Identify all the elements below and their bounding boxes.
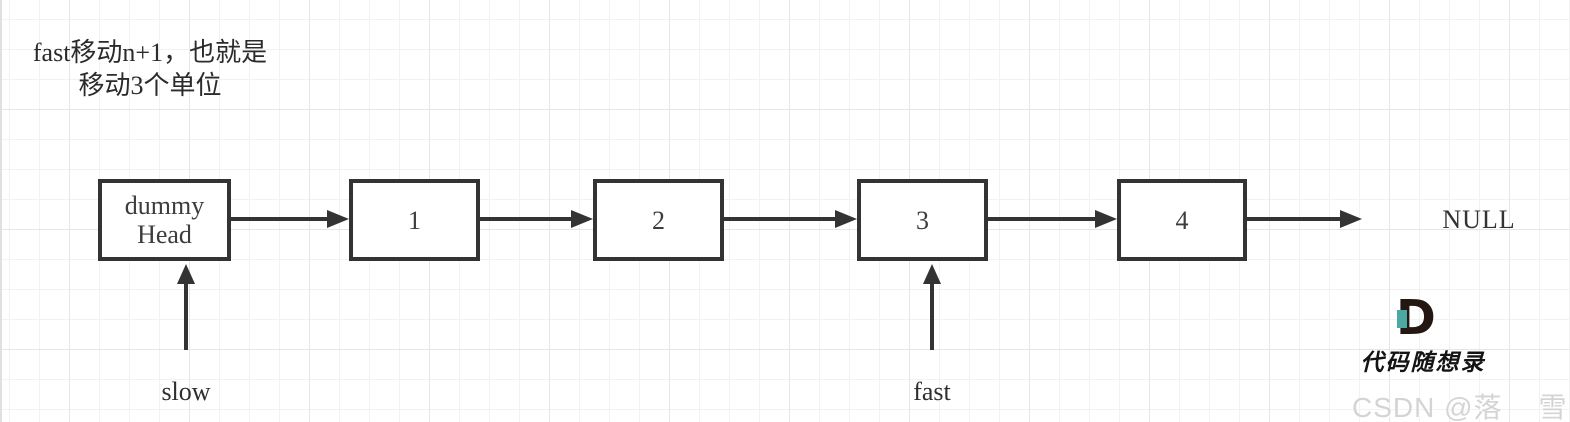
node-3: 3 [857,179,988,261]
arrowhead-right-icon [571,210,593,228]
annotation-line-2: 移动3个单位 [78,71,222,100]
csdn-watermark-prefix: CSDN @落 [1352,392,1503,422]
annotation-line-1: fast移动n+1，也就是 [32,38,268,67]
node-1-label: 1 [408,205,421,235]
brand-logo-d-icon: D [1396,294,1436,342]
next-arrow-4-to-null [1247,217,1340,221]
next-arrow-dummy-to-1 [231,217,327,221]
null-terminator-label: NULL [1442,205,1516,234]
annotation-text: fast移动n+1，也就是 移动3个单位 [20,36,280,102]
node-4: 4 [1117,179,1247,261]
fast-pointer-label: fast [913,377,951,406]
node-4-label: 4 [1175,205,1189,235]
node-1: 1 [349,179,480,261]
next-arrow-1-to-2 [480,217,571,221]
fast-pointer-arrow [930,282,934,350]
next-arrow-2-to-3 [724,217,835,221]
node-dummy-head-label-line2: Head [137,220,192,249]
csdn-watermark-suffix: 雪 [1538,392,1568,422]
node-dummy-head-label-line1: dummy [124,191,205,220]
slow-pointer-label: slow [161,377,211,406]
csdn-watermark: CSDN @落 雪 [1352,386,1570,422]
node-3-label: 3 [916,205,929,235]
arrowhead-right-icon [835,210,857,228]
arrowhead-right-icon [1340,210,1362,228]
arrowhead-right-icon [327,210,349,228]
node-2: 2 [593,179,724,261]
node-2-label: 2 [652,205,665,235]
next-arrow-3-to-4 [988,217,1095,221]
arrowhead-right-icon [1095,210,1117,228]
logo-teal-accent [1397,310,1407,328]
node-dummy-head: dummy Head [98,179,231,261]
slow-pointer-arrow [184,282,188,350]
arrowhead-up-icon [177,264,195,284]
left-edge-strip [0,0,2,422]
watermark: D 代码随想录 CSDN @落 雪 [1340,294,1570,422]
brand-name: 代码随想录 [1360,349,1486,376]
arrowhead-up-icon [923,264,941,284]
